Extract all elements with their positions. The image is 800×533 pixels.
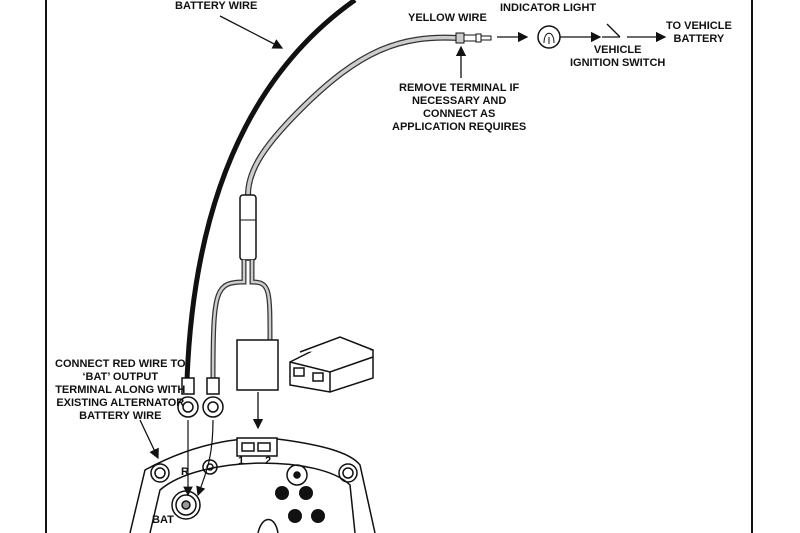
- battery-wire-label: BATTERY WIRE: [175, 0, 258, 13]
- terminal-2-label: 2: [265, 455, 272, 467]
- terminal-r-label: R: [181, 466, 189, 478]
- battery-wire-arrow: [219, 15, 284, 49]
- harness-connector: [236, 339, 279, 391]
- remove-terminal-note: REMOVE TERMINAL IF NECESSARY AND CONNECT…: [392, 82, 527, 133]
- indicator-light-label: INDICATOR LIGHT: [500, 2, 597, 14]
- ring-terminals: [177, 377, 224, 418]
- alternator-housing: [129, 437, 376, 533]
- ignition-switch-label: VEHICLE IGNITION SWITCH: [570, 44, 666, 69]
- wire-terminal: [455, 32, 465, 44]
- connector-plug-icon: [289, 336, 374, 393]
- terminal-1-label: 1: [238, 455, 245, 467]
- inline-plug: [239, 194, 257, 261]
- to-vehicle-battery-label: TO VEHICLE BATTERY: [666, 20, 732, 45]
- alternator-vents: [275, 486, 325, 523]
- red-battery-wire: [184, 0, 357, 381]
- yellow-wire-label: YELLOW WIRE: [408, 12, 487, 24]
- terminal-bat-label: BAT: [152, 514, 174, 526]
- ignition-switch-icon: [606, 23, 621, 38]
- connect-red-wire-note: CONNECT RED WIRE TO ‘BAT’ OUTPUT TERMINA…: [55, 358, 186, 422]
